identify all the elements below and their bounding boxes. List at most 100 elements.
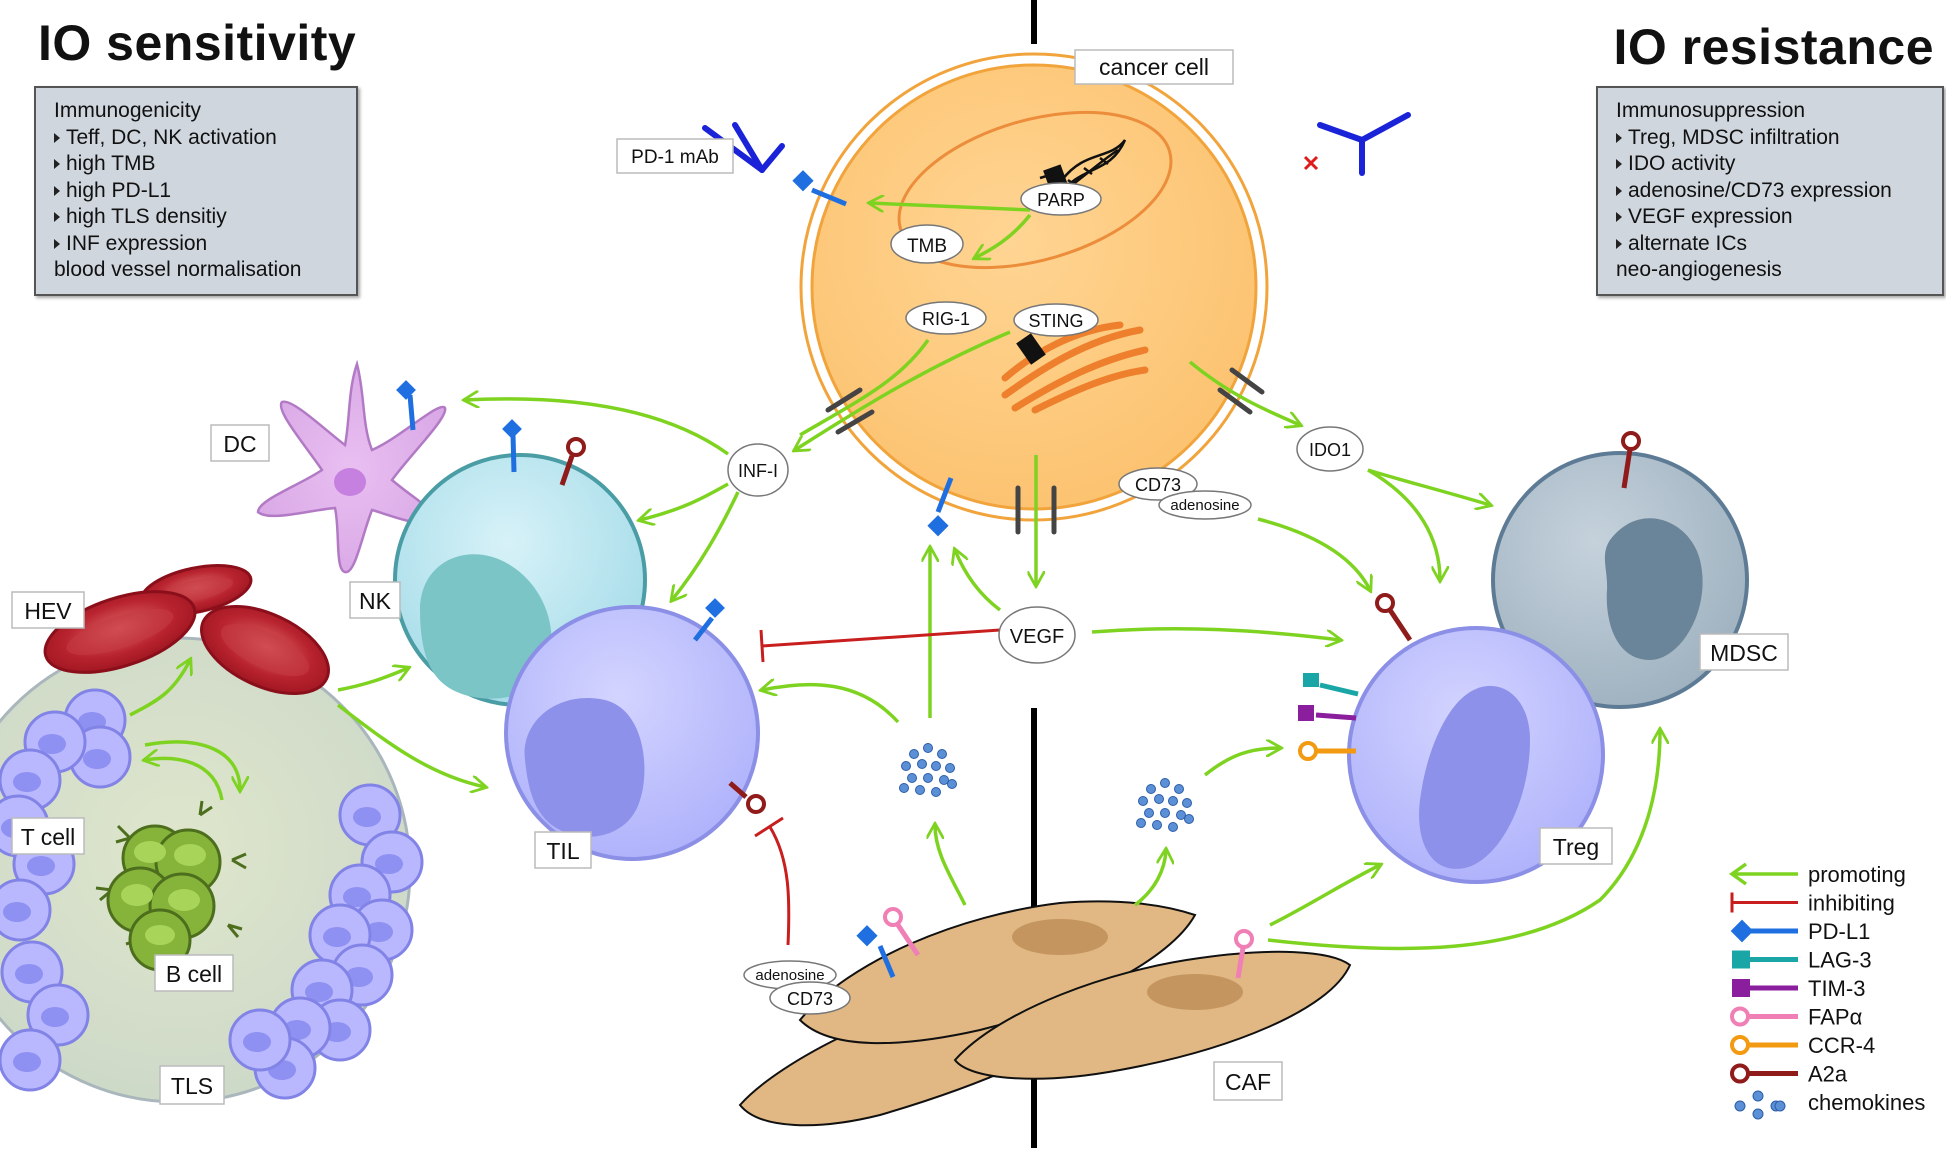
chemokine-dot [1176, 810, 1186, 820]
chemokine-dot [1168, 796, 1178, 806]
label-tls: TLS [159, 1065, 225, 1105]
legend-label: A2a [1808, 1062, 1848, 1087]
fap-receptor [1234, 929, 1254, 979]
legend-item: CCR-4 [1730, 1033, 1875, 1058]
list-item: IDO activity [1616, 151, 1924, 178]
legend-diamond-icon [1730, 919, 1798, 943]
list-item: alternate ICs [1616, 231, 1924, 258]
legend-item: promoting [1728, 862, 1906, 887]
label-sting: STING [1013, 303, 1099, 337]
bullet-triangle-icon [1616, 185, 1622, 196]
chemokine-dot [1136, 818, 1146, 828]
golgi-apparatus [1001, 321, 1149, 414]
legend-label: LAG-3 [1808, 948, 1872, 973]
legend-arrow-icon [1728, 862, 1798, 886]
label-parp: PARP [1020, 182, 1102, 216]
tls-arrow-1 [144, 740, 240, 790]
svg-text:adenosine: adenosine [1170, 497, 1239, 514]
ccr-4-receptor [1298, 741, 1356, 761]
label-t-cell: T cell [11, 817, 85, 855]
svg-text:T cell: T cell [21, 824, 76, 850]
list-item: high TLS densitiy [54, 204, 338, 231]
label-mdsc: MDSC [1699, 633, 1789, 671]
mdsc-cell [1491, 431, 1749, 709]
a2a-receptor [559, 437, 586, 486]
label-adenosine-bottom: adenosine [743, 960, 837, 990]
label-treg: Treg [1539, 827, 1613, 865]
label-til: TIL [534, 831, 592, 869]
svg-text:CD73: CD73 [1135, 475, 1181, 495]
pd-l1-receptor [502, 419, 522, 473]
chemokine-dot [931, 787, 941, 797]
bullet-triangle-icon [54, 159, 60, 169]
bullet-triangle-icon [1616, 132, 1622, 143]
chemokine-dot [1182, 798, 1192, 808]
svg-text:adenosine: adenosine [755, 967, 824, 984]
chemokine-dot [1146, 784, 1156, 794]
pd-l1-receptor [792, 170, 847, 207]
chemokine-dot [901, 761, 911, 771]
label-inf-i: INF-I [727, 443, 789, 497]
tls-arrow-3 [129, 660, 190, 717]
blocked-mark-icon [1303, 155, 1319, 171]
chemokine-dot [1184, 814, 1194, 824]
legend-item: FAPα [1730, 1005, 1863, 1030]
label-caf: CAF [1213, 1061, 1283, 1101]
t-cell-nucleus [343, 887, 371, 907]
legend-label: chemokines [1808, 1090, 1925, 1115]
legend-label: TIM-3 [1808, 976, 1865, 1001]
svg-text:Treg: Treg [1553, 834, 1599, 860]
svg-text:TLS: TLS [171, 1073, 213, 1099]
chemokine-dot [899, 783, 909, 793]
a2a-receptor [728, 781, 766, 814]
right-heading: IO resistance [1613, 19, 1934, 75]
label-tmb: TMB [890, 224, 964, 264]
t-cell-nucleus [13, 772, 41, 792]
tim-3-receptor [1298, 705, 1357, 721]
label-adenosine-top: adenosine [1158, 490, 1252, 520]
pd-l1-receptor [693, 598, 725, 642]
treg-cell [1298, 593, 1605, 884]
svg-text:STING: STING [1028, 311, 1083, 331]
svg-text:NK: NK [359, 588, 392, 614]
pd-l1-receptor [396, 380, 416, 431]
legend-item: A2a [1730, 1062, 1848, 1087]
legend-item: LAG-3 [1732, 948, 1872, 973]
chemokine-dot [1168, 822, 1178, 832]
list-item: high TMB [54, 151, 338, 178]
bullet-triangle-icon [54, 212, 60, 222]
a2a-receptor [1621, 431, 1641, 489]
box-title: Immunogenicity [54, 99, 202, 122]
legend-dots-icon [1734, 1090, 1786, 1120]
legend-label: promoting [1808, 862, 1906, 887]
bullet-triangle-icon [54, 238, 60, 249]
label-cancer-cell: cancer cell [1074, 49, 1234, 85]
legend-item: PD-L1 [1730, 919, 1870, 944]
chemokine-dot [1160, 808, 1170, 818]
legend-item: TIM-3 [1732, 976, 1865, 1001]
chemokine-dot [1144, 808, 1154, 818]
cancer-cell [799, 52, 1269, 522]
t-cell-nucleus [27, 856, 55, 876]
legend-label: inhibiting [1808, 891, 1895, 916]
list-item-label: high TLS densitiy [66, 205, 227, 228]
promoting-arrows [336, 203, 1660, 951]
list-item: Teff, DC, NK activation [54, 125, 338, 152]
svg-text:IDO1: IDO1 [1309, 440, 1351, 460]
pd1-antibody-icon [1317, 112, 1411, 176]
label-pd1-mab: PD-1 mAb [616, 138, 734, 174]
box-footer: neo-angiogenesis [1616, 258, 1782, 281]
svg-text:PD-1 mAb: PD-1 mAb [631, 147, 719, 168]
tls-arrow-2 [145, 758, 224, 801]
t-cell-nucleus [323, 927, 351, 947]
list-item-label: high TMB [66, 152, 156, 175]
t-cell-nucleus [365, 922, 393, 942]
fap-receptor [883, 907, 921, 957]
list-item-label: VEGF expression [1628, 205, 1793, 228]
t-cell-nucleus [353, 807, 381, 827]
t-cell-nucleus [3, 902, 31, 922]
label-dc: DC [210, 424, 270, 462]
list-item-label: IDO activity [1628, 152, 1736, 175]
t-cell-nucleus [375, 854, 403, 874]
